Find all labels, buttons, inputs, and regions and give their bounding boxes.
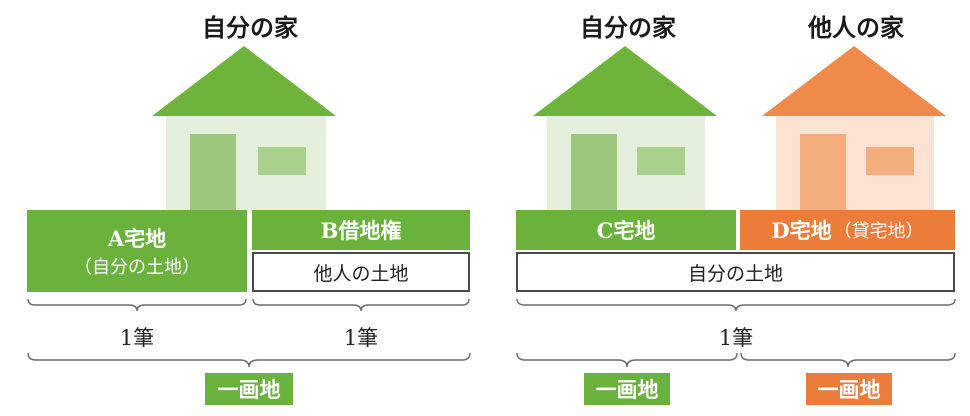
- house-d-door: [800, 134, 846, 212]
- brace-left-parcel: [27, 352, 471, 368]
- lot-a-sub: （自分の土地）: [74, 257, 200, 278]
- lot-d: D宅地 （貸宅地）: [740, 210, 955, 250]
- count-lot-b: 1筆: [343, 326, 379, 350]
- lot-d-name: D宅地: [771, 218, 832, 243]
- lot-c-name: C宅地: [596, 218, 656, 243]
- left-house-window: [258, 147, 306, 175]
- right-house-c-title: 自分の家: [580, 13, 676, 42]
- left-parcel-badge: 一画地: [205, 373, 293, 405]
- count-lot-a: 1筆: [119, 326, 155, 350]
- brace-lot-a: [27, 298, 247, 312]
- house-c-door: [571, 134, 617, 212]
- lot-a: A宅地 （自分の土地）: [27, 210, 247, 292]
- lot-c-parcel-badge: 一画地: [584, 373, 670, 405]
- brace-lot-c: [516, 352, 738, 368]
- left-house-roof: [152, 46, 336, 116]
- lot-d-sub: （貸宅地）: [833, 221, 924, 242]
- lot-b-name: B借地権: [320, 218, 402, 243]
- right-house-d-title: 他人の家: [808, 13, 904, 42]
- house-c-window: [637, 147, 685, 175]
- lot-c: C宅地: [516, 210, 736, 250]
- left-house-title: 自分の家: [202, 13, 298, 42]
- brace-lot-d: [740, 352, 956, 368]
- count-right: 1筆: [718, 326, 754, 350]
- lot-d-parcel-badge: 一画地: [806, 373, 892, 405]
- house-d-roof: [762, 46, 946, 116]
- lot-a-name: A宅地: [107, 226, 167, 251]
- brace-lot-b: [252, 298, 470, 312]
- left-house-door: [190, 134, 236, 212]
- lot-b-land: 他人の土地: [252, 252, 470, 292]
- house-d-window: [866, 147, 914, 175]
- brace-right-parcel: [516, 298, 956, 312]
- right-own-land: 自分の土地: [516, 252, 955, 292]
- house-c-roof: [533, 46, 717, 116]
- lot-b: B借地権: [252, 210, 470, 250]
